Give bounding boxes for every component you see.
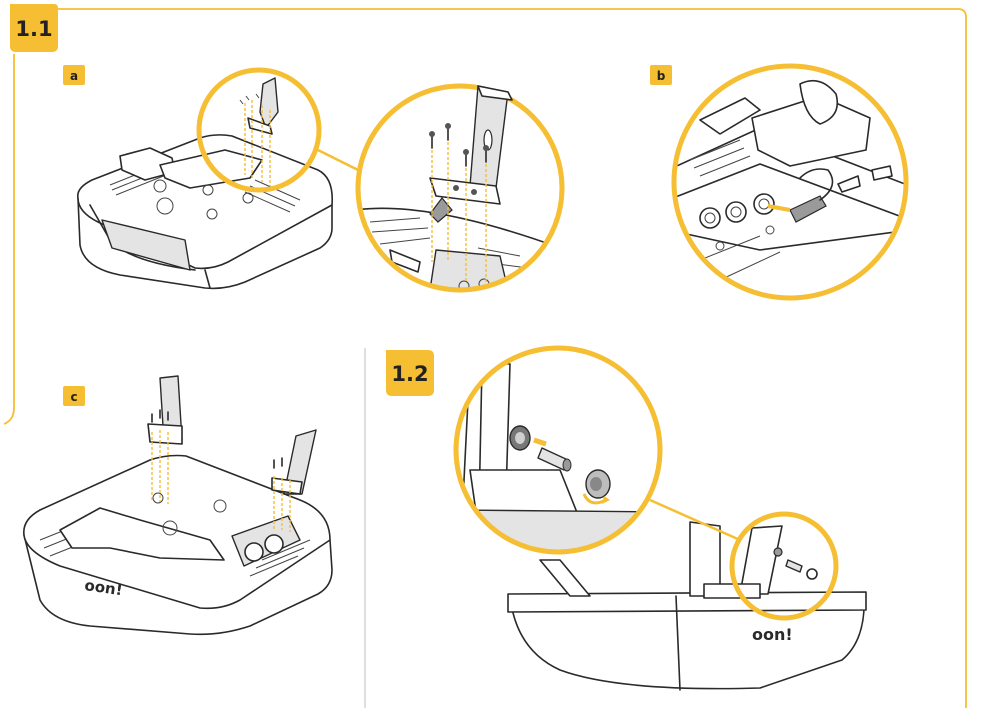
panel-a-device (76, 134, 334, 290)
panel-a-zoom-connector (317, 148, 363, 174)
panel-c-logo: oon! (83, 576, 123, 599)
panel-c-label: c (70, 390, 77, 404)
step-1-2-badge: 1.2 (386, 350, 434, 396)
step-1-2-zoom-ring (453, 345, 663, 555)
panel-c-badge: c (63, 386, 85, 406)
panel-c-device: oon! (23, 375, 333, 636)
step-1-1-badge: 1.1 (10, 4, 58, 52)
step-1-2-detail-ring (729, 511, 839, 621)
step-1-2-zoom-connector (649, 498, 741, 542)
panel-a-zoom-ring (355, 83, 565, 293)
step-1-1-label: 1.1 (15, 17, 52, 41)
panel-a-badge: a (63, 65, 85, 85)
panel-a-detail-ring (196, 67, 322, 193)
step-1-2-label: 1.2 (391, 362, 428, 386)
panel-a-label: a (70, 69, 78, 83)
step-1-2-logo: oon! (752, 625, 793, 644)
step-1-1-frame (3, 8, 967, 708)
panel-b-badge: b (650, 65, 672, 85)
panel-b-label: b (657, 69, 666, 83)
panel-b-zoom-ring (671, 63, 909, 301)
